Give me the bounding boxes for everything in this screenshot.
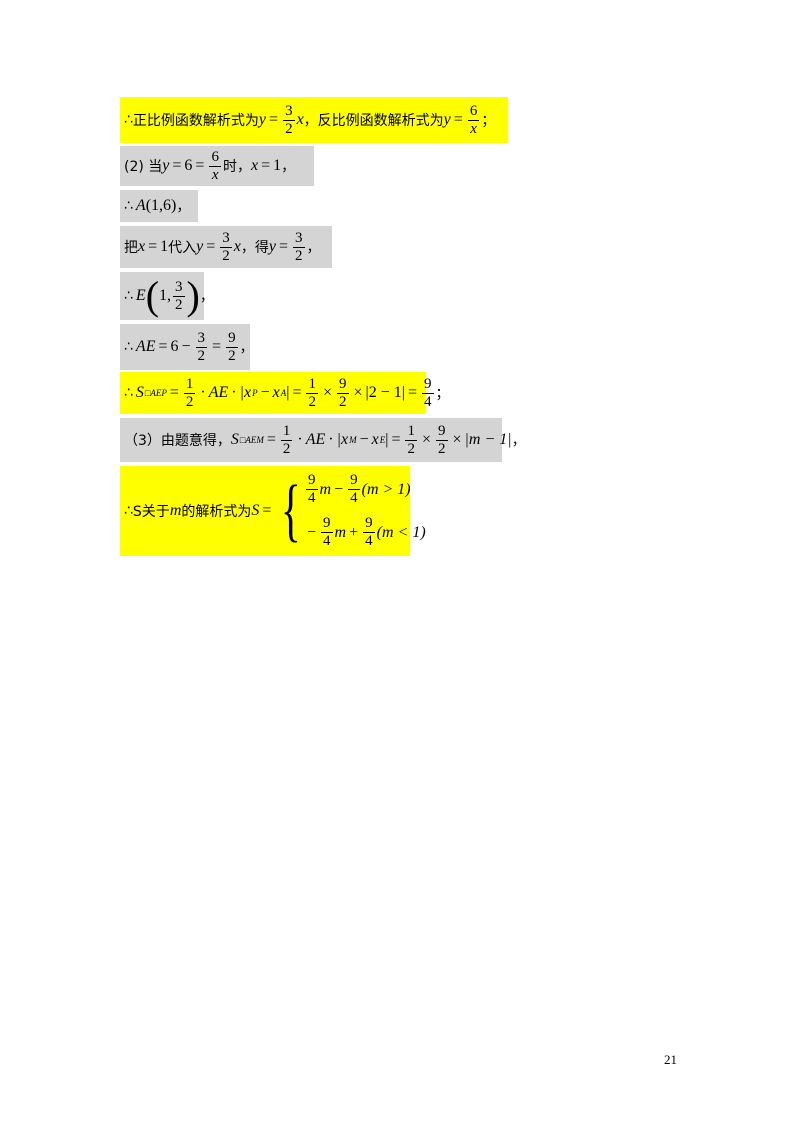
page-number: 21 — [664, 1052, 677, 1067]
therefore-symbol: ∴ — [124, 112, 133, 128]
solution-line-3: ∴ A (1,6) ， — [120, 190, 198, 222]
cases-brace: { — [281, 472, 302, 549]
